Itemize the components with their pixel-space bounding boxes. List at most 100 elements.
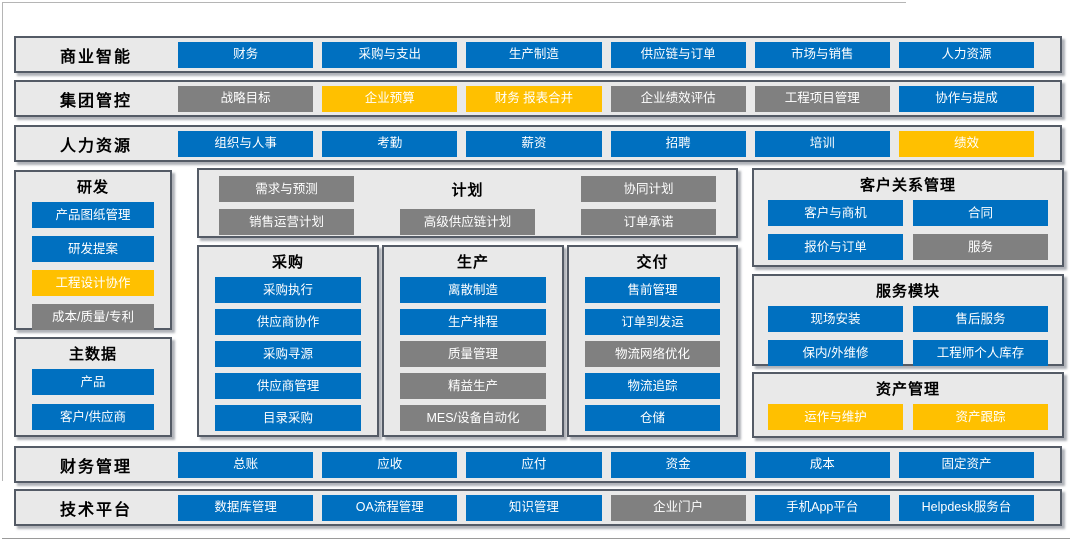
module-button[interactable]: 培训: [754, 130, 890, 157]
module-button[interactable]: 人力资源: [898, 41, 1035, 68]
module-button[interactable]: 采购执行: [215, 277, 361, 303]
module-button[interactable]: 战略目标: [178, 85, 314, 112]
module-button[interactable]: 资产跟踪: [913, 404, 1048, 430]
module-button[interactable]: 组织与人事: [178, 130, 314, 157]
module-button[interactable]: 协同计划: [581, 176, 716, 202]
band-buttons: 组织与人事考勤薪资招聘培训绩效: [178, 130, 1035, 157]
module-button[interactable]: 应收: [322, 451, 458, 478]
module-button[interactable]: 客户与商机: [768, 200, 903, 226]
module-button[interactable]: 市场与销售: [754, 41, 890, 68]
module-button[interactable]: 企业绩效评估: [610, 85, 746, 112]
module-button[interactable]: 合同: [913, 200, 1048, 226]
module-button[interactable]: 协作与提成: [898, 85, 1035, 112]
module-button[interactable]: 报价与订单: [768, 234, 903, 260]
module-button[interactable]: 采购寻源: [215, 341, 361, 367]
module-button[interactable]: 固定资产: [898, 451, 1035, 478]
box-delivery: 交付 售前管理订单到发运物流网络优化物流追踪仓储: [567, 245, 738, 437]
module-button[interactable]: 成本/质量/专利: [32, 304, 154, 330]
slot: 高级供应链计划: [400, 209, 535, 235]
module-button[interactable]: 质量管理: [400, 341, 546, 367]
module-button[interactable]: 生产制造: [466, 41, 602, 68]
box-asset-management: 资产管理 运作与维护资产跟踪: [752, 372, 1064, 438]
module-button[interactable]: 总账: [178, 451, 314, 478]
band-buttons: 数据库管理 OA流程管理知识管理企业门户手机App平台 Helpdesk服务台: [178, 494, 1035, 521]
module-button[interactable]: 知识管理: [466, 494, 602, 521]
module-button[interactable]: OA流程管理: [322, 494, 458, 521]
module-button[interactable]: 成本: [754, 451, 890, 478]
module-button[interactable]: MES/设备自动化: [400, 405, 546, 431]
band-label-technology-platform: 技术平台: [59, 501, 132, 519]
module-button[interactable]: 财务: [178, 41, 314, 68]
box-buttons: 售前管理订单到发运物流网络优化物流追踪仓储: [569, 272, 736, 437]
module-button[interactable]: 企业门户: [610, 494, 746, 521]
band-technology-platform: 技术平台 数据库管理 OA流程管理知识管理企业门户手机App平台 Helpdesk服…: [14, 489, 1062, 526]
module-button[interactable]: 考勤: [322, 130, 458, 157]
module-button[interactable]: 销售运营计划: [219, 209, 354, 235]
module-button[interactable]: 现场安装: [768, 306, 903, 332]
module-button[interactable]: 供应链与订单: [610, 41, 746, 68]
slot: 订单承诺: [581, 209, 716, 235]
module-button[interactable]: 售前管理: [585, 277, 720, 303]
band-label-finance-management: 财务管理: [59, 458, 132, 476]
module-button[interactable]: 物流追踪: [585, 373, 720, 399]
module-button[interactable]: 手机App平台: [754, 494, 890, 521]
band-label-business-intelligence: 商业智能: [59, 48, 132, 66]
module-button[interactable]: 工程设计协作: [32, 270, 154, 296]
box-title-crm: 客户关系管理: [859, 177, 956, 194]
box-buttons: 现场安装售后服务保内/外维修工程师个人库存: [754, 301, 1062, 372]
module-button[interactable]: 财务 报表合并: [466, 85, 602, 112]
band-label-human-resources: 人力资源: [59, 137, 132, 155]
module-button[interactable]: 运作与维护: [768, 404, 903, 430]
box-rnd: 研发 产品图纸管理研发提案工程设计协作成本/质量/专利: [14, 170, 172, 330]
module-button[interactable]: 售后服务: [913, 306, 1048, 332]
box-master-data: 主数据 产品客户/供应商: [14, 337, 172, 437]
module-button[interactable]: 工程师个人库存: [913, 340, 1048, 366]
module-button[interactable]: 薪资: [466, 130, 602, 157]
module-button[interactable]: 订单承诺: [581, 209, 716, 235]
module-button[interactable]: 采购与支出: [322, 41, 458, 68]
box-buttons: 离散制造生产排程质量管理精益生产 MES/设备自动化: [384, 272, 562, 437]
module-button[interactable]: 供应商协作: [215, 309, 361, 335]
module-button[interactable]: 应付: [466, 451, 602, 478]
box-title-master-data: 主数据: [68, 346, 117, 363]
band-label-group-control: 集团管控: [59, 92, 132, 110]
box-title-rnd: 研发: [76, 179, 109, 196]
module-button[interactable]: 绩效: [898, 130, 1035, 157]
box-production: 生产 离散制造生产排程质量管理精益生产 MES/设备自动化: [382, 245, 564, 437]
slot: 需求与预测: [219, 176, 354, 202]
module-button[interactable]: 仓储: [585, 405, 720, 431]
band-business-intelligence: 商业智能 财务采购与支出生产制造供应链与订单市场与销售人力资源: [14, 36, 1062, 73]
module-button[interactable]: 生产排程: [400, 309, 546, 335]
module-button[interactable]: 目录采购: [215, 405, 361, 431]
module-button[interactable]: 数据库管理: [178, 494, 314, 521]
module-button[interactable]: 产品: [32, 369, 154, 395]
module-button[interactable]: 保内/外维修: [768, 340, 903, 366]
module-button[interactable]: 产品图纸管理: [32, 202, 154, 228]
band-buttons: 总账应收应付资金成本固定资产: [178, 451, 1035, 478]
module-button[interactable]: 招聘: [610, 130, 746, 157]
module-button[interactable]: 需求与预测: [219, 176, 354, 202]
band-human-resources: 人力资源 组织与人事考勤薪资招聘培训绩效: [14, 125, 1062, 162]
module-button[interactable]: 服务: [913, 234, 1048, 260]
band-buttons: 财务采购与支出生产制造供应链与订单市场与销售人力资源: [178, 41, 1035, 68]
module-button[interactable]: 企业预算: [322, 85, 458, 112]
module-button[interactable]: 资金: [610, 451, 746, 478]
module-button[interactable]: 研发提案: [32, 236, 154, 262]
module-button[interactable]: Helpdesk服务台: [898, 494, 1035, 521]
box-service-module: 服务模块 现场安装售后服务保内/外维修工程师个人库存: [752, 274, 1064, 366]
box-buttons: 产品图纸管理研发提案工程设计协作成本/质量/专利: [16, 197, 170, 336]
module-button[interactable]: 离散制造: [400, 277, 546, 303]
module-button[interactable]: 精益生产: [400, 373, 546, 399]
module-button[interactable]: 物流网络优化: [585, 341, 720, 367]
band-group-control: 集团管控 战略目标企业预算财务 报表合并企业绩效评估工程项目管理协作与提成: [14, 80, 1062, 117]
module-button[interactable]: 订单到发运: [585, 309, 720, 335]
box-planning: 需求与预测 计划 协同计划 销售运营计划 高级供应链计划 订单承诺: [197, 168, 738, 238]
module-button[interactable]: 客户/供应商: [32, 404, 154, 430]
module-button[interactable]: 工程项目管理: [754, 85, 890, 112]
box-title-production: 生产: [456, 254, 489, 271]
band-finance-management: 财务管理 总账应收应付资金成本固定资产: [14, 446, 1062, 483]
module-button[interactable]: 高级供应链计划: [400, 209, 535, 235]
box-title-delivery: 交付: [636, 254, 669, 271]
decor-line-bottom: [2, 538, 1070, 539]
module-button[interactable]: 供应商管理: [215, 373, 361, 399]
